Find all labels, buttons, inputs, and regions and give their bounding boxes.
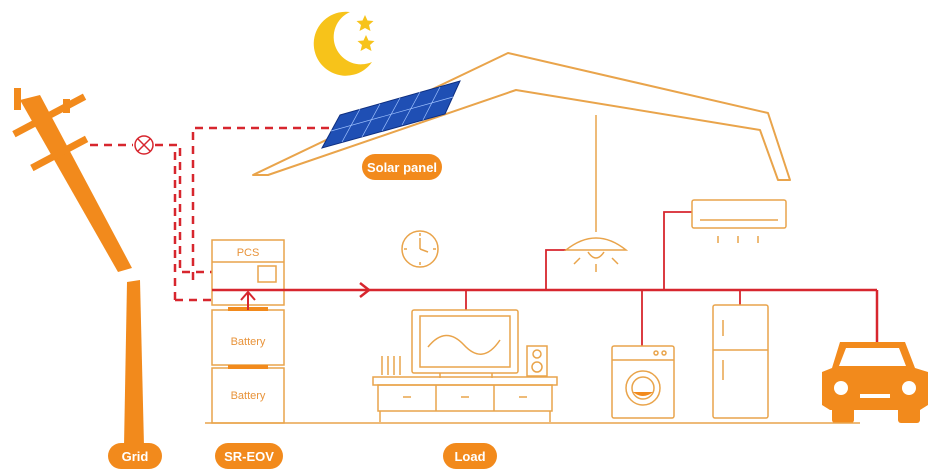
tv-icon (411, 309, 519, 378)
flow-arrow-icon (240, 290, 256, 310)
flow-arrow-icon (359, 282, 372, 298)
air-conditioner-icon (691, 199, 787, 243)
refrigerator-icon (712, 304, 769, 419)
speaker-icon (381, 356, 401, 375)
load-branch-lines (465, 211, 741, 346)
car-icon (822, 342, 928, 423)
tv-cabinet-icon (372, 376, 558, 422)
load-label: Load (443, 443, 497, 469)
utility-pole-icon (12, 88, 144, 446)
battery-top-label: Battery (231, 336, 266, 348)
sr-eov-label: SR-EOV (215, 443, 283, 469)
sr-eov-cabinet (211, 239, 285, 424)
house-roof (252, 52, 791, 181)
clock-icon (401, 230, 439, 268)
pcs-label: PCS (237, 247, 260, 259)
speaker-icon (526, 345, 548, 377)
solar-panel-icon (320, 80, 461, 149)
moon-icon (313, 11, 372, 76)
grid-connection-lines (90, 126, 330, 302)
grid-label: Grid (108, 443, 162, 469)
star-icon (356, 15, 374, 31)
battery-bottom-label: Battery (231, 390, 266, 402)
star-icon (357, 35, 375, 51)
power-bus (212, 288, 879, 342)
ceiling-lamp-icon (563, 115, 629, 272)
solar-panel-label: Solar panel (362, 154, 442, 180)
breaker-x-icon (134, 135, 154, 155)
washing-machine-icon (611, 345, 675, 419)
